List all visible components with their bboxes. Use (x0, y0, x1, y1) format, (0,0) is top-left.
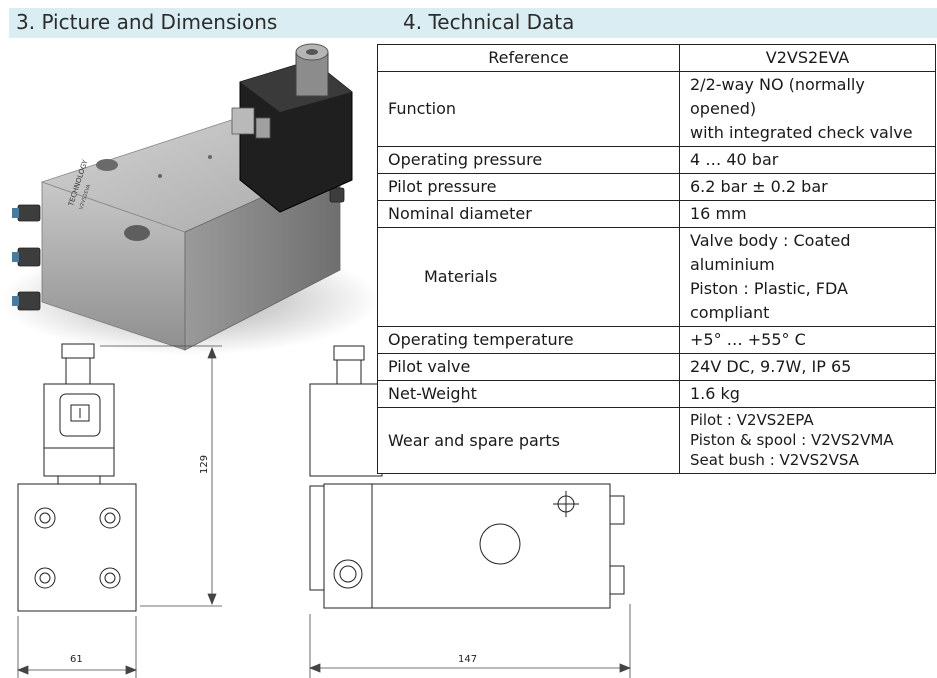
valve-photo: TECHNOLOGY V2VS2EVA (0, 43, 380, 355)
fitting-icon (17, 247, 41, 267)
function-value-line: with integrated check valve (690, 123, 913, 142)
pilot-valve-value: 24V DC, 9.7W, IP 65 (679, 353, 936, 381)
table-row: Nominal diameter 16 mm (377, 200, 936, 228)
materials-value: Valve body : Coated aluminium Piston : P… (679, 227, 936, 327)
nominal-diameter-value: 16 mm (679, 200, 936, 228)
width-dimension-label: 61 (70, 654, 83, 665)
table-row: Function 2/2-way NO (normally opened) wi… (377, 71, 936, 147)
front-view-drawing (17, 343, 137, 612)
nominal-diameter-label: Nominal diameter (377, 200, 680, 228)
operating-pressure-value: 4 … 40 bar (679, 146, 936, 174)
table-row: Operating temperature +5° … +55° C (377, 326, 936, 354)
fitting-icon (17, 204, 41, 222)
operating-temperature-label: Operating temperature (377, 326, 680, 354)
fitting-icon (329, 187, 345, 203)
table-row: Wear and spare parts Pilot : V2VS2EPA Pi… (377, 407, 936, 474)
table-row: Net-Weight 1.6 kg (377, 380, 936, 408)
table-row: Reference V2VS2EVA (377, 44, 936, 72)
technical-section-title: 4. Technical Data (403, 10, 575, 34)
materials-value-line: Piston : Plastic, FDA compliant (690, 279, 848, 322)
mount-hole-icon (124, 225, 150, 241)
height-dimension (100, 345, 222, 607)
spare-part-line: Seat bush : V2VS2VSA (690, 451, 859, 469)
pictures-section-title: 3. Picture and Dimensions (16, 10, 278, 34)
table-row: Pilot valve 24V DC, 9.7W, IP 65 (377, 353, 936, 381)
width-dimension (16, 616, 138, 678)
pilot-valve-label: Pilot valve (377, 353, 680, 381)
operating-pressure-label: Operating pressure (377, 146, 680, 174)
table-row: Materials Valve body : Coated aluminium … (377, 227, 936, 327)
function-value: 2/2-way NO (normally opened) with integr… (679, 71, 936, 147)
table-row: Pilot pressure 6.2 bar ± 0.2 bar (377, 173, 936, 201)
technical-data-table: Reference V2VS2EVA Function 2/2-way NO (… (377, 44, 936, 474)
connector-pin-icon (231, 107, 255, 135)
pilot-pressure-label: Pilot pressure (377, 173, 680, 201)
materials-value-line: Valve body : Coated aluminium (690, 231, 851, 274)
operating-temperature-value: +5° … +55° C (679, 326, 936, 354)
reference-value: V2VS2EVA (679, 44, 936, 72)
reference-label: Reference (377, 44, 680, 72)
spare-part-line: Piston & spool : V2VS2VMA (690, 431, 894, 449)
net-weight-value: 1.6 kg (679, 380, 936, 408)
spare-part-line: Pilot : V2VS2EPA (690, 411, 814, 429)
spare-parts-label: Wear and spare parts (377, 407, 680, 474)
materials-label: Materials (377, 227, 680, 327)
function-value-line: 2/2-way NO (normally opened) (690, 75, 865, 118)
spare-parts-value: Pilot : V2VS2EPA Piston & spool : V2VS2V… (679, 407, 936, 474)
section-header-bar (9, 8, 937, 38)
function-label: Function (377, 71, 680, 147)
table-row: Operating pressure 4 … 40 bar (377, 146, 936, 174)
fitting-icon (17, 291, 41, 311)
net-weight-label: Net-Weight (377, 380, 680, 408)
pilot-pressure-value: 6.2 bar ± 0.2 bar (679, 173, 936, 201)
height-dimension-label: 129 (199, 455, 210, 474)
mount-hole-icon (96, 159, 118, 171)
length-dimension (308, 604, 632, 678)
length-dimension-label: 147 (458, 654, 477, 665)
